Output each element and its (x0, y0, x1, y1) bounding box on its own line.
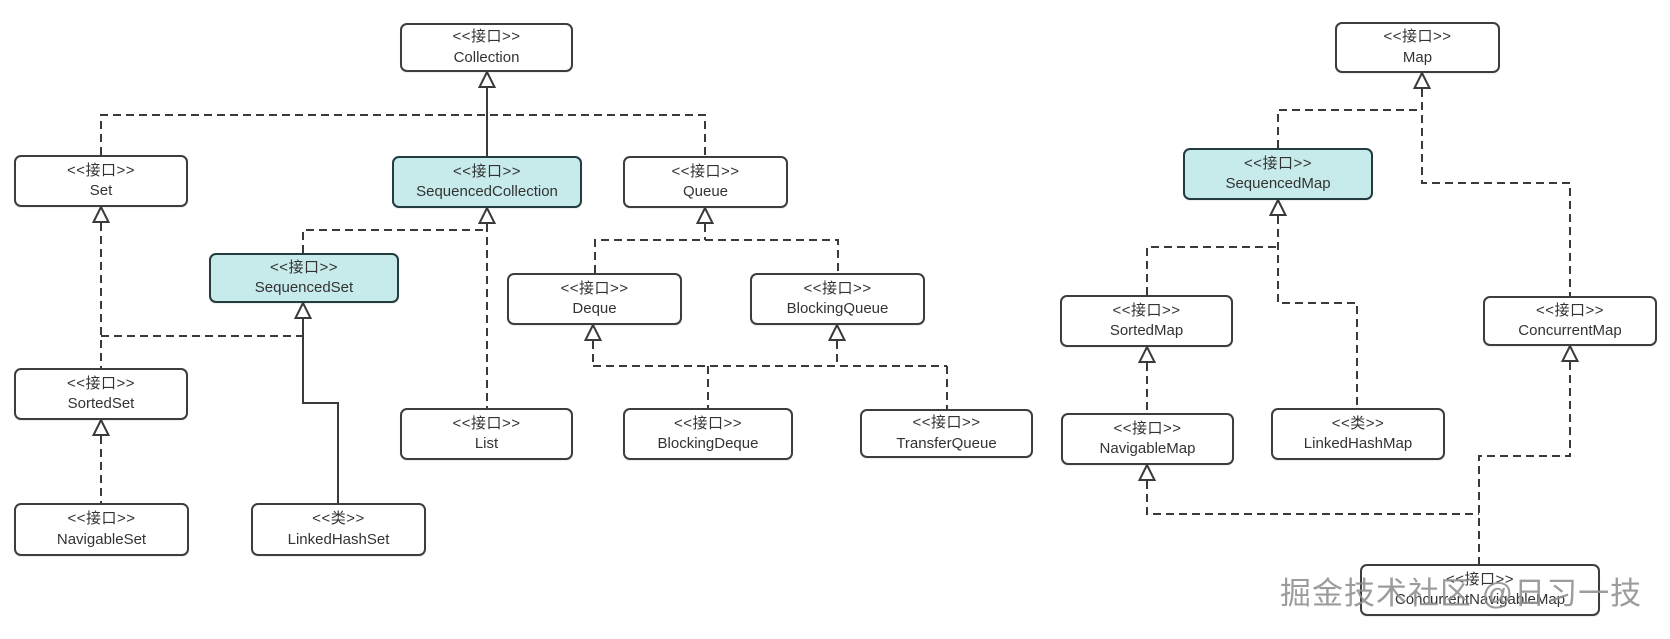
inheritance-arrow-icon (827, 322, 847, 341)
node-stereotype: <<接口>> (66, 374, 136, 392)
node-stereotype: <<接口>> (452, 28, 521, 46)
inheritance-arrow-icon (1268, 197, 1288, 216)
node-label: ConcurrentNavigableMap (1394, 591, 1566, 608)
node-stereotype: <<接口>> (67, 510, 136, 528)
inheritance-arrow-icon (293, 300, 313, 319)
connector-line (1277, 216, 1358, 408)
node-label: Map (1402, 48, 1433, 66)
node-stereotype: <<接口>> (1445, 570, 1515, 588)
node-sequencedmap: <<接口>> SequencedMap (1183, 148, 1373, 200)
node-set: <<接口>> Set (14, 155, 188, 207)
node-label: Queue (682, 183, 729, 200)
node-navigablemap: <<接口>> NavigableMap (1061, 413, 1234, 465)
node-label: List (474, 435, 499, 452)
node-sequencedcollection: <<接口>> SequencedCollection (392, 156, 582, 208)
node-concurrentmap: <<接口>> ConcurrentMap (1483, 296, 1657, 346)
juejin-watermark: 掘金技术社区 @日习一技 (1280, 576, 1643, 611)
connector-line (1421, 89, 1571, 296)
node-map: <<接口>> Map (1335, 22, 1500, 73)
connector-line (302, 229, 486, 253)
connector-line (1146, 246, 1277, 295)
node-label: Deque (572, 300, 617, 317)
node-stereotype: <<接口>> (1535, 301, 1605, 319)
node-stereotype: <<接口>> (1243, 154, 1313, 172)
node-label: NavigableMap (1099, 440, 1196, 457)
node-label: Set (89, 182, 113, 199)
inheritance-arrow-icon (1412, 70, 1432, 89)
node-blockingdeque: <<接口>> BlockingDeque (623, 408, 793, 460)
node-label: LinkedHashMap (1303, 435, 1413, 452)
connector-line (302, 319, 339, 503)
node-stereotype: <<接口>> (269, 258, 339, 276)
node-sortedset: <<接口>> SortedSet (14, 368, 188, 420)
node-list: <<接口>> List (400, 408, 573, 460)
node-stereotype: <<接口>> (912, 414, 981, 432)
inheritance-arrow-icon (1137, 344, 1157, 363)
node-label: SortedSet (67, 395, 135, 412)
node-label: NavigableSet (56, 530, 147, 548)
node-label: LinkedHashSet (287, 530, 390, 548)
inheritance-arrow-icon (477, 205, 497, 224)
node-blockingqueue: <<接口>> BlockingQueue (750, 273, 925, 325)
inheritance-arrow-icon (91, 204, 111, 223)
inheritance-arrow-icon (91, 417, 111, 436)
node-label: SortedMap (1109, 322, 1184, 339)
node-label: SequencedCollection (416, 183, 558, 200)
node-stereotype: <<接口>> (1113, 419, 1182, 437)
inheritance-arrow-icon (583, 322, 603, 341)
inheritance-arrow-icon (695, 205, 715, 224)
node-sequencedset: <<接口>> SequencedSet (209, 253, 399, 303)
node-label: TransferQueue (896, 434, 997, 452)
node-transferqueue: <<接口>> TransferQueue (860, 409, 1033, 458)
node-stereotype: <<接口>> (803, 279, 872, 297)
node-stereotype: <<类>> (312, 510, 365, 528)
node-label: SequencedSet (254, 279, 354, 296)
connector-line (594, 239, 839, 273)
connector-line (100, 114, 706, 156)
node-stereotype: <<接口>> (560, 279, 629, 297)
node-queue: <<接口>> Queue (623, 156, 788, 208)
inheritance-arrow-icon (1137, 462, 1157, 481)
inheritance-arrow-icon (477, 69, 497, 88)
node-linkedhashmap: <<类>> LinkedHashMap (1271, 408, 1445, 460)
node-label: BlockingQueue (786, 300, 889, 317)
node-sortedmap: <<接口>> SortedMap (1060, 295, 1233, 347)
connector-line (1146, 481, 1479, 515)
connector-line (1478, 362, 1571, 564)
node-stereotype: <<接口>> (673, 414, 743, 432)
node-concurrentnavigablemap: <<接口>> ConcurrentNavigableMap (1360, 564, 1600, 616)
inheritance-arrow-icon (1560, 343, 1580, 362)
node-label: SequencedMap (1225, 175, 1331, 192)
node-stereotype: <<接口>> (66, 161, 136, 179)
node-label: Collection (453, 48, 520, 66)
node-collection: <<接口>> Collection (400, 23, 573, 72)
node-stereotype: <<接口>> (1383, 28, 1452, 46)
node-label: ConcurrentMap (1518, 322, 1622, 339)
node-stereotype: <<接口>> (452, 414, 521, 432)
node-stereotype: <<接口>> (452, 162, 522, 180)
node-deque: <<接口>> Deque (507, 273, 682, 325)
node-stereotype: <<接口>> (671, 162, 740, 180)
node-linkedhashset: <<类>> LinkedHashSet (251, 503, 426, 556)
node-stereotype: <<接口>> (1112, 301, 1181, 319)
node-label: BlockingDeque (657, 435, 759, 452)
node-navigableset: <<接口>> NavigableSet (14, 503, 189, 556)
connector-line (1277, 109, 1421, 148)
node-stereotype: <<类>> (1331, 414, 1385, 432)
